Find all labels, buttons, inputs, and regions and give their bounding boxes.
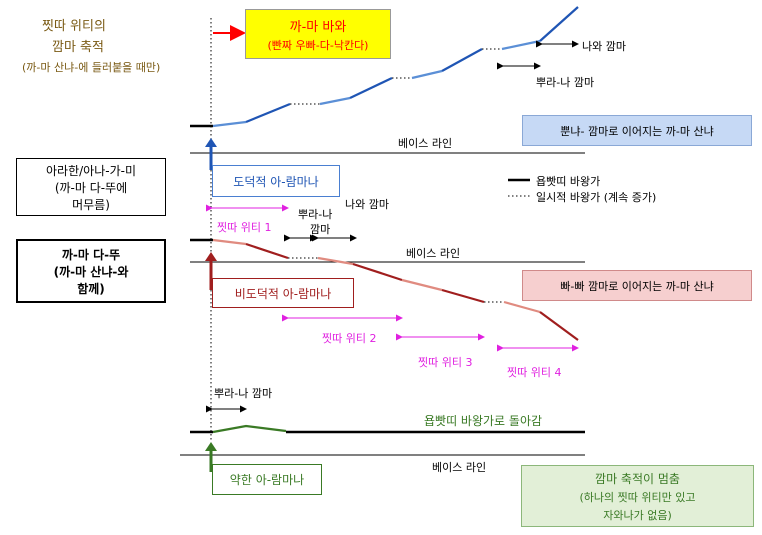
mid-nawa-label: 나와 깜마 — [345, 198, 389, 211]
top-cittavithi-7 — [501, 39, 541, 51]
weak-object-text: 약한 아-람마나 — [229, 473, 305, 487]
title-line-2: 깜마 축적 — [52, 40, 104, 55]
immoral-object-text: 비도덕적 아-람마나 — [234, 286, 332, 301]
immoral-object-box: 비도덕적 아-람마나 — [212, 278, 354, 308]
top-cittavithi-3 — [319, 96, 351, 106]
mid-trigger-arrowhead — [205, 252, 217, 261]
callout-line-2: (빤짜 우빠-다-낙칸다) — [267, 38, 369, 52]
mid-cittavithi-4 — [352, 262, 403, 282]
legend-dotted-text: 일시적 바왕가 (계속 증가) — [536, 191, 657, 204]
top-base-line-label: 베이스 라인 — [398, 137, 453, 150]
title-line-3: (까-마 산냐-에 들러붙을 때만) — [22, 61, 161, 74]
kama-bhava-callout: 까-마 바와 (빤짜 우빠-다-낙칸다) — [245, 9, 391, 59]
cv1-label: 찟따 위티 1 — [217, 221, 272, 234]
mid-cittavithi-3 — [317, 256, 354, 266]
kamma-stops-line-1: 깜마 축적이 멈춤 — [595, 471, 680, 486]
top-trigger-arrowhead — [205, 138, 217, 147]
cv2-label: 찟따 위티 2 — [322, 332, 377, 345]
top-cittavithi-1 — [212, 120, 247, 128]
arahant-box: 아라한/아나-가-미 (까-마 다-뚜에 머무름) — [16, 158, 166, 216]
bottom-purana-label: 뿌라-나 깜마 — [214, 387, 273, 400]
kama-dhatu-line-3: 함께) — [77, 281, 105, 296]
bottom-cittavithi — [212, 424, 287, 434]
mid-cittavithi-5 — [401, 278, 443, 292]
top-cittavithi-2 — [245, 102, 291, 124]
punya-result-text: 뿐냐- 깜마로 이어지는 까-마 산냐 — [560, 124, 714, 138]
title-line-1: 찟따 위티의 — [42, 19, 106, 34]
mid-purana-label-2: 깜마 — [310, 223, 331, 236]
top-cittavithi-4 — [349, 77, 393, 99]
kama-dhatu-line-2: (까-마 산냐-와 — [53, 264, 129, 279]
punya-result-box: 뿐냐- 깜마로 이어지는 까-마 산냐 — [522, 115, 752, 146]
kama-dhatu-box: 까-마 다-뚜 (까-마 산냐-와 함께) — [16, 239, 166, 303]
top-cittavithi-5 — [411, 69, 443, 80]
weak-object-box: 약한 아-람마나 — [212, 464, 322, 495]
mid-cittavithi-6 — [441, 288, 485, 304]
legend-solid-text: 욥빳띠 바왕가 — [536, 175, 601, 188]
top-purana-label: 뿌라-나 깜마 — [536, 76, 595, 89]
mid-cittavithi-7 — [503, 300, 541, 314]
kamma-stops-box: 깜마 축적이 멈춤 (하나의 찟따 위티만 있고 자와나가 없음) — [521, 465, 754, 527]
arahant-line-2: (까-마 다-뚜에 — [54, 180, 128, 195]
mid-base-line-label: 베이스 라인 — [406, 247, 461, 260]
cv3-label: 찟따 위티 3 — [418, 356, 473, 369]
mid-cittavithi-2 — [245, 242, 289, 260]
bottom-trigger-arrowhead — [205, 442, 217, 451]
cv4-label: 찟따 위티 4 — [507, 366, 562, 379]
moral-object-text: 도덕적 아-람마나 — [233, 174, 319, 189]
callout-line-1: 까-마 바와 — [289, 19, 347, 35]
arahant-line-3: 머무름) — [72, 197, 110, 212]
return-bhavanga-label: 욥빳띠 바왕가로 돌아감 — [424, 414, 543, 428]
top-cittavithi-8 — [539, 6, 579, 42]
bottom-base-line-label: 베이스 라인 — [432, 461, 487, 474]
kamma-stops-line-2: (하나의 찟따 위티만 있고 — [579, 490, 696, 504]
top-cittavithi-6 — [441, 48, 483, 72]
papa-result-text: 빠-빠 깜마로 이어지는 까-마 산냐 — [560, 279, 714, 293]
mid-cittavithi-8 — [539, 311, 579, 341]
kamma-stops-line-3: 자와나가 없음) — [603, 508, 672, 522]
kama-dhatu-line-1: 까-마 다-뚜 — [61, 247, 121, 262]
mid-cittavithi-1 — [212, 238, 247, 246]
mid-purana-label-1: 뿌라-나 — [298, 208, 333, 221]
arahant-line-1: 아라한/아나-가-미 — [46, 163, 136, 178]
moral-object-box: 도덕적 아-람마나 — [212, 165, 340, 197]
top-nawa-label: 나와 깜마 — [582, 40, 626, 53]
papa-result-box: 빠-빠 깜마로 이어지는 까-마 산냐 — [522, 270, 752, 301]
